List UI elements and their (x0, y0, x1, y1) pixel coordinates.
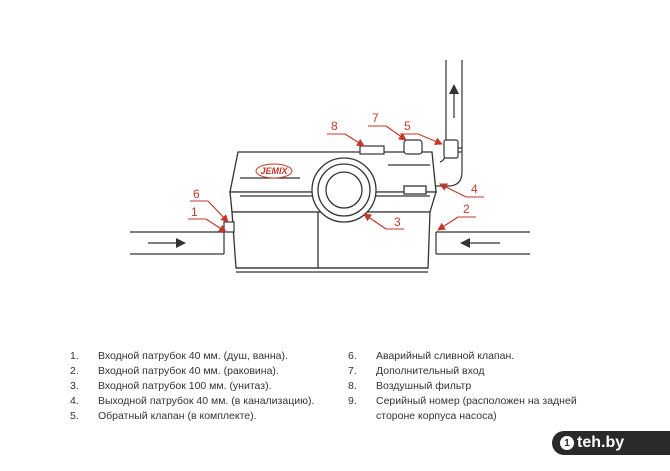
callout-4: 4 (439, 182, 484, 198)
teh-by-logo-icon: 1 (560, 436, 574, 450)
legend-item-7: 7.Дополнительный вход (348, 365, 485, 377)
additional-inlet (403, 139, 423, 155)
pump-diagram: JEMIX 1 6 2 3 (130, 60, 530, 273)
legend-item-3: 3.Входной патрубок 100 мм. (унитаз). (70, 380, 272, 392)
legend-item-8: 8.Воздушный фильтр (348, 380, 472, 392)
legend-item-9: 9.Серийный номер (расположен на задней с… (348, 395, 577, 422)
callout-6: 6 (190, 187, 229, 223)
right-inlet-pipe (435, 231, 530, 255)
svg-text:1: 1 (191, 205, 198, 219)
callout-7: 7 (368, 111, 407, 141)
legend-item-2: 2.Входной патрубок 40 мм. (раковина). (70, 365, 279, 377)
left-inlet-arrow (148, 238, 186, 248)
outlet-pipe (436, 60, 463, 187)
legend-left-column: 1.Входной патрубок 40 мм. (душ, ванна). … (70, 349, 340, 424)
brand-logo: JEMIX (255, 163, 293, 179)
air-filter (359, 145, 385, 155)
callout-2: 2 (437, 202, 476, 231)
callout-1: 1 (188, 205, 227, 233)
legend-item-6: 6.Аварийный сливной клапан. (348, 350, 515, 362)
svg-text:8: 8 (331, 119, 338, 133)
callout-3: 3 (363, 213, 404, 230)
legend-item-5: 5.Обратный клапан (в комплекте). (70, 410, 257, 422)
svg-text:JEMIX: JEMIX (260, 166, 288, 176)
svg-text:4: 4 (471, 182, 478, 196)
watermark-text: teh.by (577, 434, 625, 451)
svg-text:3: 3 (394, 215, 401, 229)
legend-item-4: 4.Выходной патрубок 40 мм. (в канализаци… (70, 395, 315, 407)
svg-text:7: 7 (372, 111, 379, 125)
svg-text:5: 5 (404, 119, 411, 133)
toilet-inlet (311, 157, 377, 223)
svg-text:6: 6 (193, 187, 200, 201)
left-inlet-pipe (130, 221, 235, 255)
right-inlet-arrow (460, 238, 500, 248)
callout-8: 8 (327, 119, 365, 147)
legend-item-1: 1.Входной патрубок 40 мм. (душ, ванна). (70, 350, 288, 362)
svg-text:2: 2 (463, 202, 470, 216)
check-valve (443, 139, 459, 159)
teh-by-watermark: 1 teh.by (552, 431, 670, 455)
legend-right-column: 6.Аварийный сливной клапан. 7.Дополнител… (348, 349, 608, 424)
outlet-up-arrow (449, 84, 459, 118)
